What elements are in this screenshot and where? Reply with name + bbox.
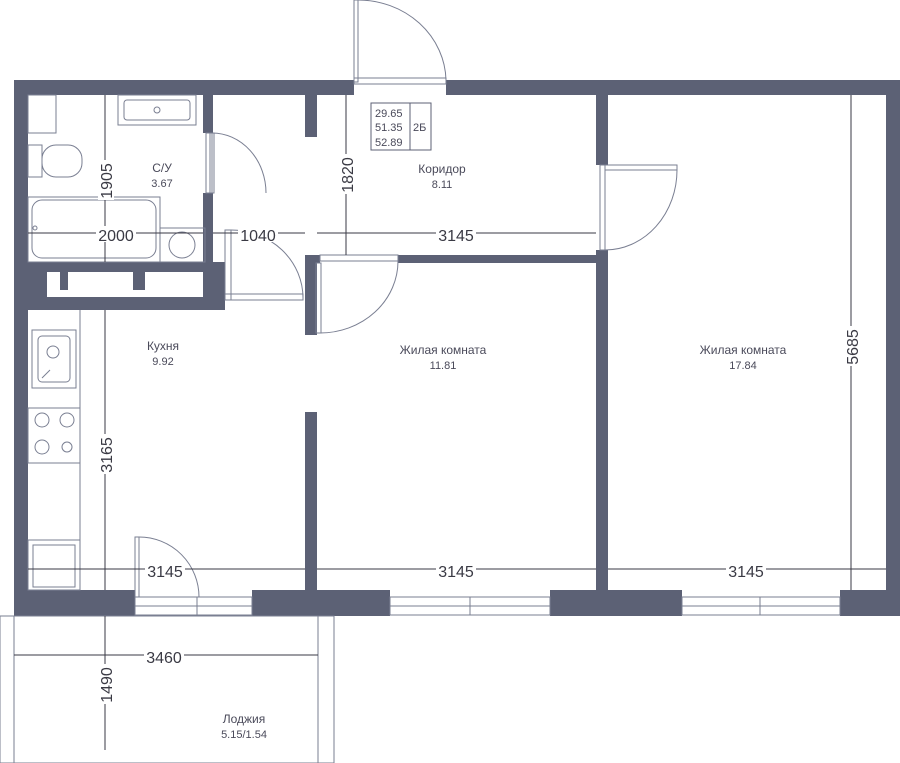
bathroom-name: С/У bbox=[152, 161, 172, 175]
dim-room2-height: 5685 bbox=[845, 329, 862, 365]
bottom-wall-1 bbox=[14, 590, 135, 616]
bathroom-area: 3.67 bbox=[151, 178, 172, 190]
corridor-stub bbox=[305, 95, 317, 137]
dim-room1-width: 3145 bbox=[438, 564, 474, 581]
dim-kitchen-width: 3145 bbox=[147, 564, 183, 581]
kitchen-name: Кухня bbox=[147, 339, 179, 353]
wall-room2-lower bbox=[596, 250, 608, 600]
room2-name: Жилая комната bbox=[700, 343, 787, 357]
dimension-labels: 2000 1040 3145 3145 3145 3145 3460 1905 … bbox=[96, 154, 862, 704]
walls bbox=[14, 80, 900, 616]
loggia-area: 5.15/1.54 bbox=[221, 729, 267, 741]
corridor-name: Коридор bbox=[418, 162, 466, 176]
dim-bath-height: 1905 bbox=[99, 163, 116, 199]
dim-bath-width: 2000 bbox=[98, 228, 134, 245]
info-box: 29.65 51.35 52.89 2Б bbox=[370, 102, 432, 151]
dim-corridor-width: 3145 bbox=[438, 228, 474, 245]
room1-area: 11.81 bbox=[430, 360, 457, 372]
left-wall bbox=[14, 80, 28, 616]
dim-loggia-width: 3460 bbox=[146, 650, 182, 667]
bath-wall-upper bbox=[203, 95, 213, 133]
dim-room2-width: 3145 bbox=[728, 564, 764, 581]
doors bbox=[134, 0, 678, 598]
loggia-name: Лоджия bbox=[223, 712, 266, 726]
info-total-loggia: 52.89 bbox=[375, 137, 403, 149]
info-living: 29.65 bbox=[375, 108, 403, 120]
info-total: 51.35 bbox=[375, 122, 403, 134]
shaft-3 bbox=[133, 265, 145, 290]
room2-door[interactable] bbox=[599, 164, 678, 251]
bathtub-icon bbox=[27, 196, 161, 263]
wall-kitchen-room1-lower bbox=[305, 412, 317, 600]
info-type: 2Б bbox=[413, 122, 426, 134]
bottom-wall-2 bbox=[252, 590, 390, 616]
kitchen-area: 9.92 bbox=[152, 356, 173, 368]
kitchen-top-wall bbox=[14, 297, 225, 310]
top-wall-right bbox=[446, 80, 900, 95]
kitchen-sink-icon bbox=[31, 329, 77, 389]
washing-machine-icon bbox=[159, 227, 206, 263]
shaft-1 bbox=[14, 262, 47, 297]
fridge-icon bbox=[27, 539, 81, 591]
entrance-door[interactable] bbox=[353, 0, 447, 85]
bath-sink-icon bbox=[117, 94, 197, 126]
wall-room2-upper bbox=[596, 95, 608, 165]
room1-name: Жилая комната bbox=[400, 343, 487, 357]
dim-corridor-height: 1820 bbox=[340, 157, 357, 193]
room2-area: 17.84 bbox=[729, 360, 757, 372]
windows bbox=[134, 596, 841, 616]
right-wall bbox=[886, 80, 900, 616]
bottom-wall-4 bbox=[840, 590, 900, 616]
wall-kitchen-room1-upper bbox=[305, 255, 317, 335]
toilet-icon bbox=[27, 144, 83, 178]
top-wall-left bbox=[14, 80, 354, 95]
shaft-2 bbox=[60, 265, 68, 290]
dim-loggia-height: 1490 bbox=[99, 667, 116, 703]
bath-kitchen-wall bbox=[14, 262, 213, 272]
bathroom-door[interactable] bbox=[205, 132, 267, 194]
bath-wall-lower bbox=[203, 193, 213, 265]
room-labels: С/У 3.67 Коридор 8.11 Кухня 9.92 Жилая к… bbox=[147, 161, 787, 741]
dim-hall-width: 1040 bbox=[240, 228, 276, 245]
wall-corridor-room1-left bbox=[305, 255, 320, 263]
stove-icon bbox=[27, 407, 81, 464]
bottom-wall-3 bbox=[550, 590, 682, 616]
dim-kitchen-height: 3165 bbox=[99, 437, 116, 473]
fixtures bbox=[27, 94, 206, 591]
corridor-area: 8.11 bbox=[432, 179, 453, 191]
shelf-icon bbox=[27, 94, 57, 134]
balcony-door[interactable] bbox=[134, 536, 200, 598]
wall-corridor-room1 bbox=[398, 255, 608, 263]
loggia bbox=[0, 615, 335, 763]
room1-door[interactable] bbox=[315, 254, 399, 334]
